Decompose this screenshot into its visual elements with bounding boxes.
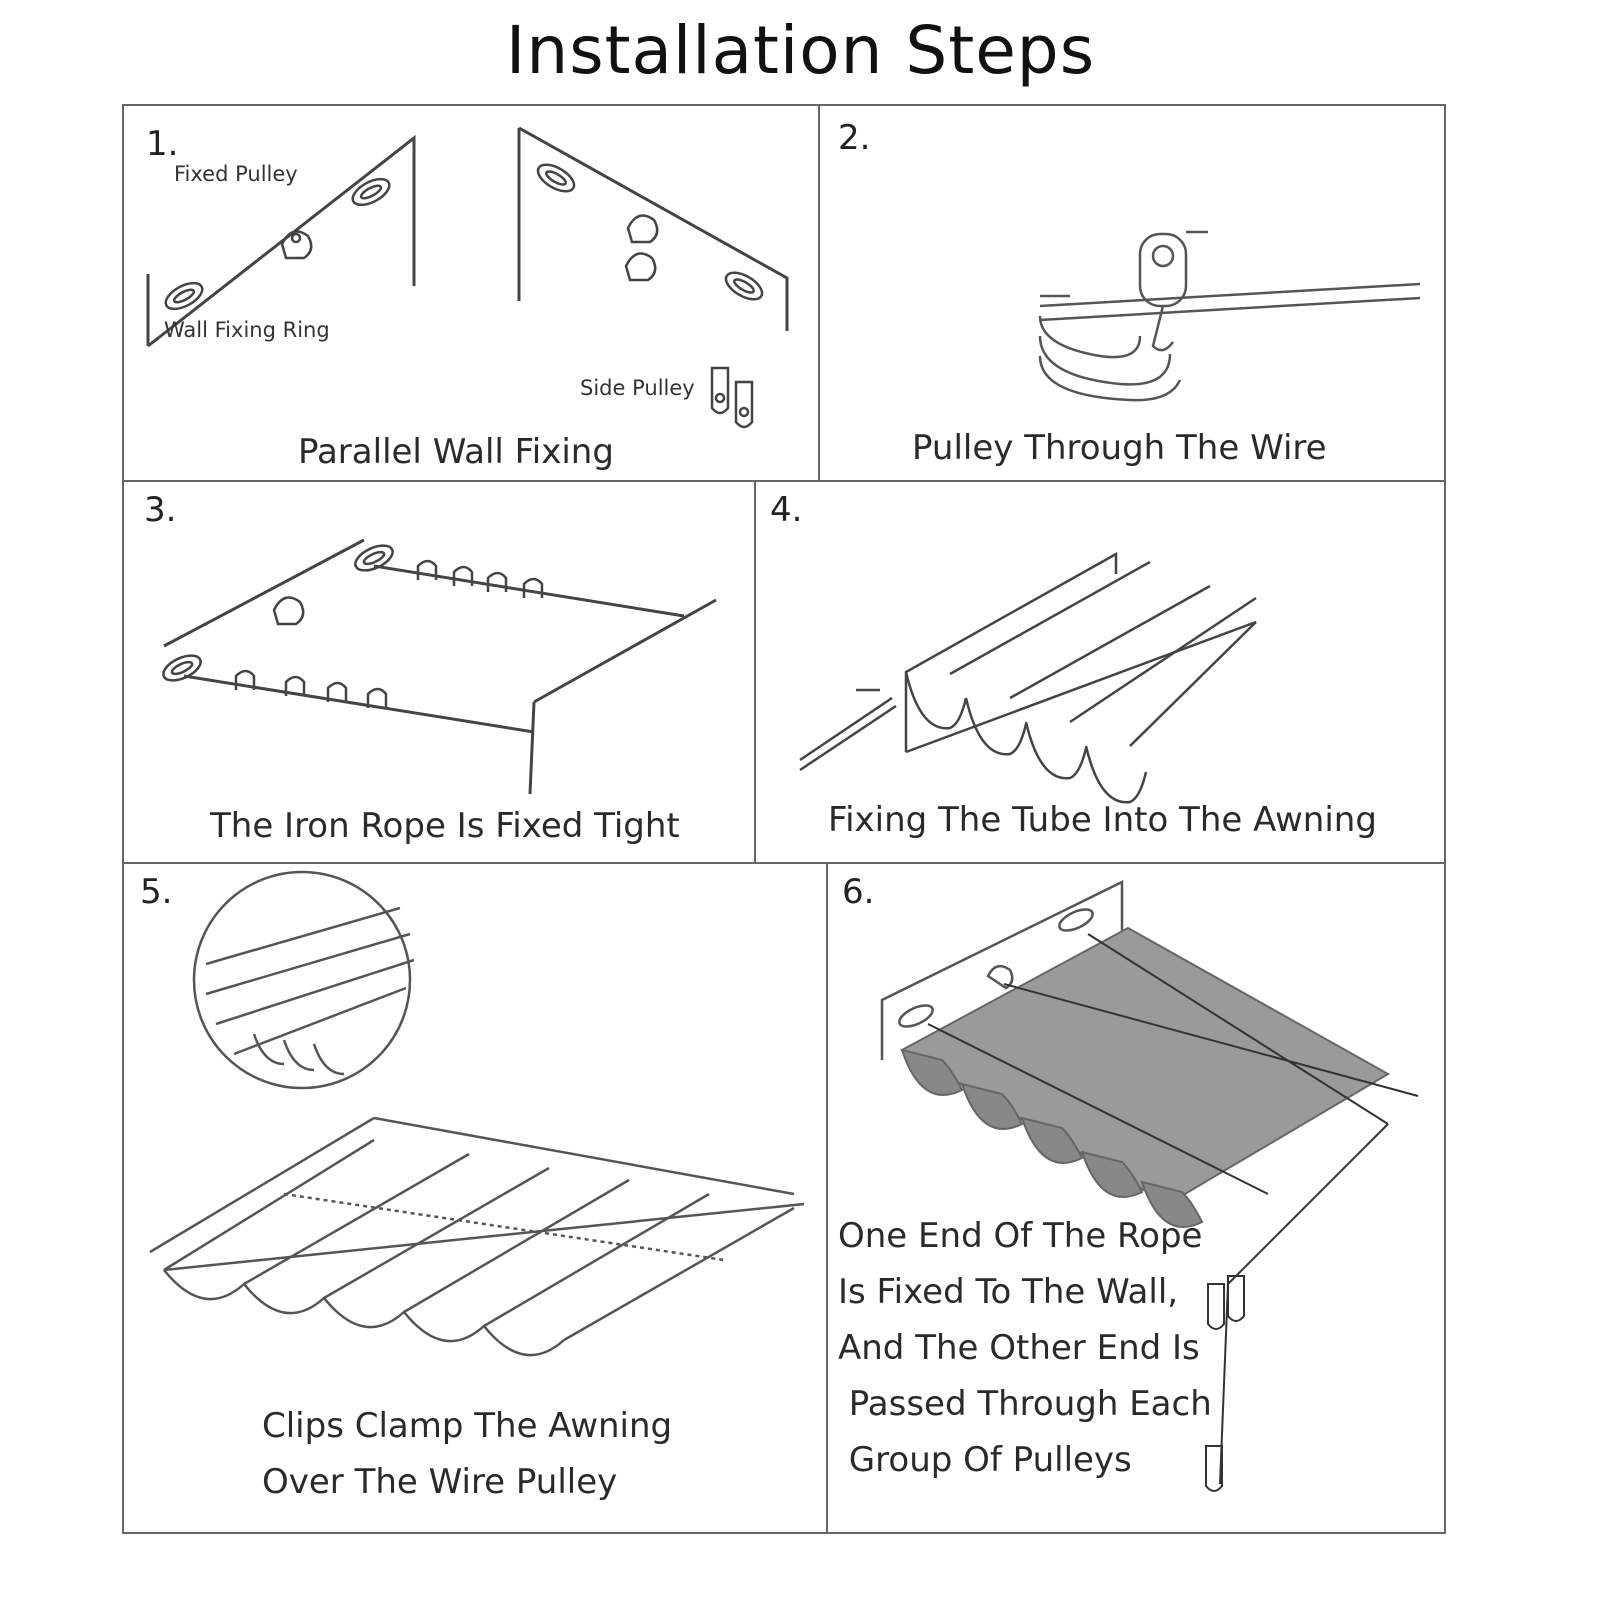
- fixed-pulley-label: Fixed Pulley: [174, 162, 298, 186]
- page-title: Installation Steps: [505, 12, 1096, 89]
- step-number: 4.: [770, 490, 803, 530]
- side-pulley-label: Side Pulley: [580, 376, 695, 400]
- caption-line: Over The Wire Pulley: [262, 1462, 618, 1502]
- clips-awning-illustration: [149, 870, 805, 1357]
- step-number: 6.: [842, 872, 875, 912]
- step-caption: One End Of The Rope Is Fixed To The Wall…: [838, 1216, 1212, 1480]
- step-caption: Clips Clamp The Awning Over The Wire Pul…: [262, 1406, 672, 1502]
- caption-line: Is Fixed To The Wall,: [838, 1272, 1179, 1312]
- caption-line: One End Of The Rope: [838, 1216, 1203, 1256]
- tube-awning-illustration: [799, 551, 1257, 804]
- step-caption: The Iron Rope Is Fixed Tight: [210, 806, 680, 846]
- caption-line: And The Other End Is: [838, 1328, 1200, 1368]
- step-6-panel: 6. One End Of The Rope Is Fixed To The W…: [826, 862, 1446, 1534]
- wall-fixing-ring-label: Wall Fixing Ring: [164, 318, 330, 342]
- step-number: 1.: [146, 124, 179, 164]
- pulley-wire-illustration: [1038, 230, 1421, 402]
- wall-fixing-illustration: [146, 126, 789, 429]
- step-3-panel: 3. The Iron Rope Is Fixed Tight: [122, 480, 756, 864]
- step-1-panel: 1. Fixed Pulley Wall Fixing Ring Side Pu…: [122, 104, 820, 482]
- step-caption: Parallel Wall Fixing: [298, 432, 614, 472]
- caption-line: Passed Through Each: [838, 1384, 1212, 1424]
- step-2-panel: 2. Pulley Through The Wire: [818, 104, 1446, 482]
- caption-line: Group Of Pulleys: [838, 1440, 1132, 1480]
- step-number: 2.: [838, 118, 871, 158]
- step-4-panel: 4. Fixing The Tube Into The Awning: [754, 480, 1446, 864]
- step-number: 5.: [140, 872, 173, 912]
- step-5-panel: 5. Clips Clamp The Awning Over The Wire …: [122, 862, 828, 1534]
- caption-line: Clips Clamp The Awning: [262, 1406, 673, 1446]
- step-number: 3.: [144, 490, 177, 530]
- rope-pulleys-illustration: [880, 879, 1419, 1492]
- iron-rope-illustration: [162, 538, 717, 795]
- step-caption: Pulley Through The Wire: [912, 428, 1327, 468]
- step-caption: Fixing The Tube Into The Awning: [828, 800, 1377, 840]
